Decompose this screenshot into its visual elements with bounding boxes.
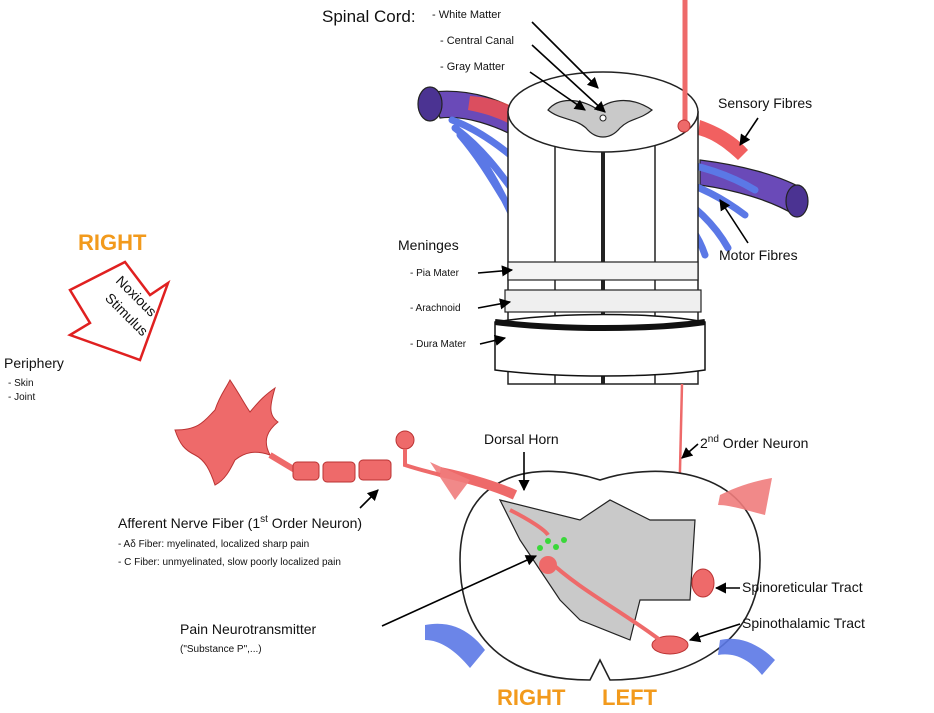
periphery-title: Periphery	[4, 355, 64, 371]
neurotransmitter-dot	[537, 545, 543, 551]
pain-transmitter-detail: ("Substance P",...)	[180, 644, 262, 655]
dorsal-horn-label: Dorsal Horn	[484, 431, 559, 447]
pia-mater-label: - Pia Mater	[410, 268, 460, 279]
noxious-stimulus-arrow	[67, 260, 171, 362]
skin-label: - Skin	[8, 378, 34, 389]
meninges-title: Meninges	[398, 237, 459, 253]
spinoreticular-label: Spinoreticular Tract	[742, 579, 863, 595]
a-delta-fiber-label: - Aδ Fiber: myelinated, localized sharp …	[118, 539, 309, 550]
neurotransmitter-dot	[545, 538, 551, 544]
pain-transmitter-title: Pain Neurotransmitter	[180, 621, 317, 637]
spinal-cord-labels: Spinal Cord: - White Matter - Central Ca…	[322, 7, 606, 113]
periphery-labels: Periphery - Skin - Joint	[4, 355, 64, 403]
afferent-labels: Afferent Nerve Fiber (1st Order Neuron) …	[118, 489, 379, 568]
side-label-right-top: RIGHT	[78, 230, 147, 255]
sensory-fibres-label: Sensory Fibres	[718, 95, 812, 111]
central-canal-label: - Central Canal	[440, 35, 514, 47]
neurotransmitter-dot	[561, 537, 567, 543]
afferent-title: Afferent Nerve Fiber (1st Order Neuron)	[118, 514, 362, 531]
gray-matter-label: - Gray Matter	[440, 61, 505, 73]
pain-transmitter-labels: Pain Neurotransmitter ("Substance P",...…	[180, 555, 538, 655]
right-spinal-root	[658, 120, 809, 259]
side-label-left-bottom: LEFT	[602, 685, 658, 710]
arachnoid-label: - Arachnoid	[410, 303, 461, 314]
spinal-cross-section	[425, 462, 775, 681]
spinal-cord-segment	[417, 0, 809, 385]
dura-mater-label: - Dura Mater	[410, 339, 467, 350]
afferent-neuron	[174, 379, 441, 486]
c-fiber-label: - C Fiber: unmyelinated, slow poorly loc…	[118, 557, 341, 568]
meninges-labels: Meninges - Pia Mater - Arachnoid - Dura …	[398, 237, 514, 350]
side-label-right-bottom: RIGHT	[497, 685, 566, 710]
spinal-cord-title: Spinal Cord:	[322, 7, 416, 26]
neurotransmitter-dot	[553, 544, 559, 550]
motor-fibres-label: Motor Fibres	[719, 247, 798, 263]
spinothalamic-label: Spinothalamic Tract	[742, 615, 865, 631]
joint-label: - Joint	[8, 392, 35, 403]
white-matter-label: - White Matter	[432, 9, 501, 21]
second-order-neuron-label: 2nd Order Neuron	[700, 434, 808, 451]
